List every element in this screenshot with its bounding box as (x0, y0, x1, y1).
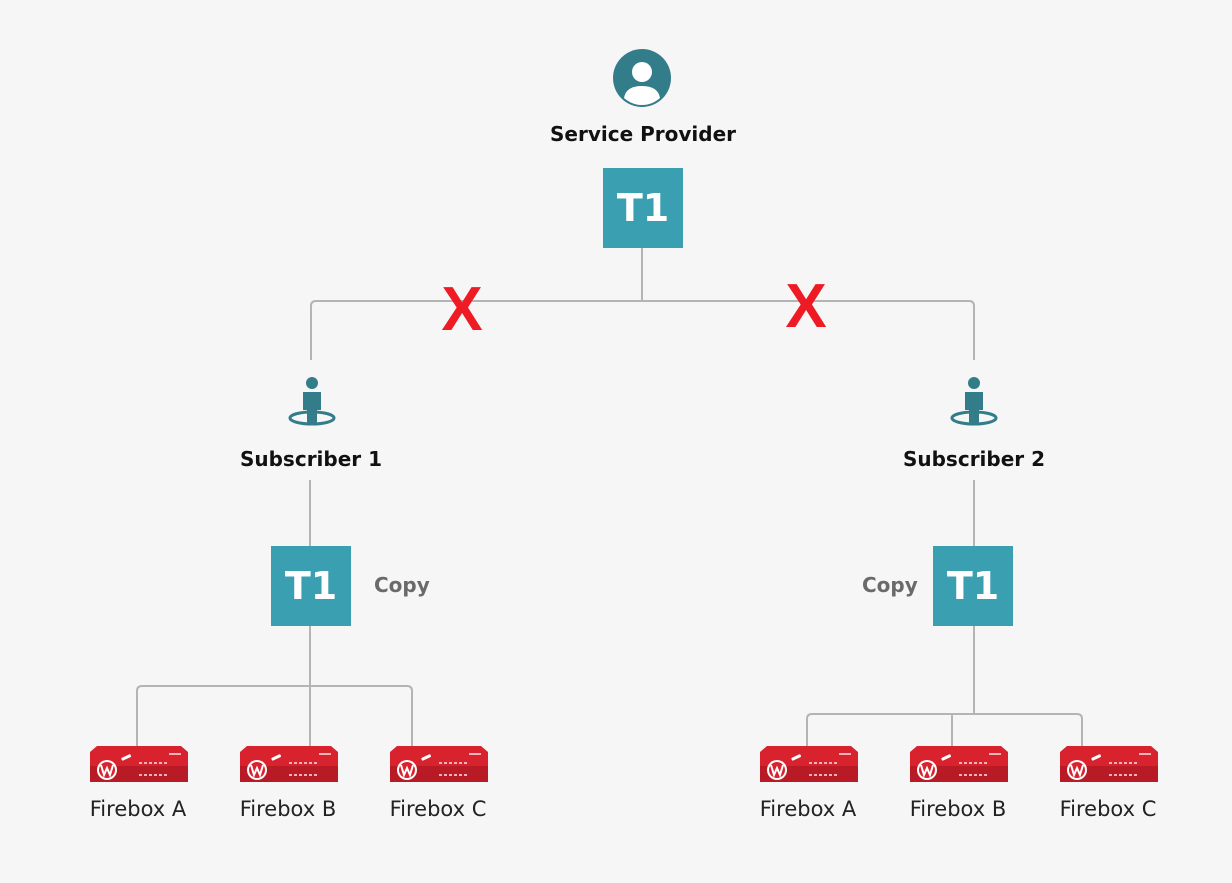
subscriber-1-label: Subscriber 1 (239, 447, 383, 471)
service-provider-label: Service Provider (549, 122, 737, 146)
link-to-subscriber-1 (310, 300, 642, 360)
blocked-x-mark-left: X (441, 275, 483, 344)
firebox-label: Firebox B (909, 797, 1007, 821)
blocked-x-mark-right: X (785, 272, 827, 341)
firebox-label: Firebox C (389, 797, 487, 821)
firebox-device-icon[interactable] (909, 744, 1009, 784)
firebox-device-icon[interactable] (1059, 744, 1159, 784)
firebox-label: Firebox C (1059, 797, 1157, 821)
subscriber-2-label: Subscriber 2 (902, 447, 1046, 471)
provider-template-t1[interactable]: T1 (603, 168, 683, 248)
firebox-label: Firebox A (759, 797, 857, 821)
firebox-device-icon[interactable] (239, 744, 339, 784)
subscriber-2-firebox-bus (806, 626, 1083, 746)
subscriber-icon (288, 377, 336, 426)
subscriber-1-copy-label: Copy (374, 573, 430, 597)
subscriber-2-template-t1[interactable]: T1 (933, 546, 1013, 626)
firebox-label: Firebox B (239, 797, 337, 821)
subscriber-icon (950, 377, 998, 426)
firebox-label: Firebox A (89, 797, 187, 821)
subscriber-1-firebox-bus (136, 626, 413, 746)
firebox-device-icon[interactable] (89, 744, 189, 784)
firebox-device-icon[interactable] (759, 744, 859, 784)
subscriber-2-copy-label: Copy (862, 573, 918, 597)
subscriber-1-template-t1[interactable]: T1 (271, 546, 351, 626)
firebox-device-icon[interactable] (389, 744, 489, 784)
user-circle-icon (613, 49, 671, 107)
link-to-subscriber-2 (642, 300, 975, 360)
